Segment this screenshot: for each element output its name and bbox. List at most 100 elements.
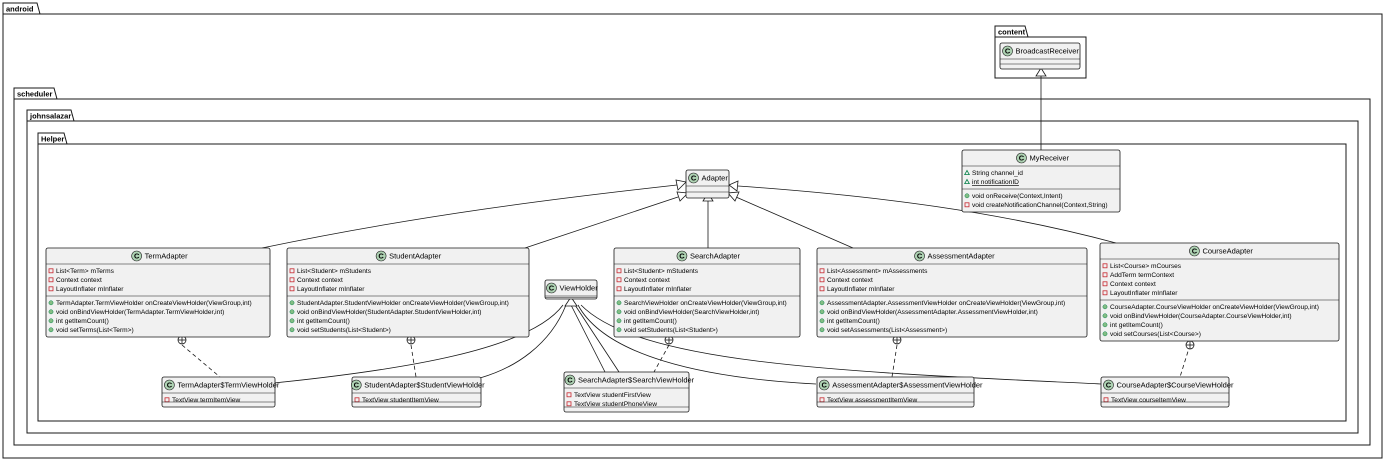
package-label-content: content	[998, 28, 1026, 37]
class-stereotype-icon	[688, 172, 699, 184]
private-visibility-icon	[289, 286, 295, 292]
class-field: TextView assessmentItemView	[827, 397, 918, 404]
package-label-android: android	[6, 5, 34, 14]
private-visibility-icon	[566, 401, 572, 407]
class-stereotype-icon	[818, 379, 830, 391]
edge-searchviewholder-extends-viewholder	[574, 304, 620, 373]
class-field: LayoutInflater mInflater	[624, 286, 692, 293]
class-name: StudentAdapter	[389, 252, 442, 261]
extends-arrowhead	[1035, 67, 1047, 77]
package-label-johnsalazar: johnsalazar	[29, 112, 71, 121]
private-visibility-icon	[819, 286, 825, 292]
class-field: List<Student> mStudents	[624, 268, 699, 275]
class-name: StudentAdapter$StudentViewHolder	[364, 381, 485, 390]
private-visibility-icon	[48, 277, 54, 283]
extends-arrowhead	[676, 191, 689, 202]
class-stereotype-icon	[131, 250, 142, 262]
edge-searchviewholder-extends-viewholder-2	[570, 304, 606, 373]
private-visibility-icon	[1102, 281, 1108, 287]
public-visibility-icon	[964, 193, 970, 199]
class-method: CourseAdapter.CourseViewHolder onCreateV…	[1110, 304, 1319, 311]
public-visibility-icon	[289, 327, 295, 333]
extends-arrowhead	[728, 180, 739, 192]
class-stereotype-letter: C	[567, 376, 573, 385]
class-stereotype-icon	[1189, 245, 1200, 257]
class-method: void onBindViewHolder(AssessmentAdapter.…	[827, 309, 1038, 316]
class-field: Context context	[56, 277, 102, 284]
class-method: int getItemCount()	[297, 318, 350, 325]
class-field: LayoutInflater mInflater	[827, 286, 895, 293]
private-visibility-icon	[289, 277, 295, 283]
public-visibility-icon	[616, 318, 622, 324]
class-field: List<Term> mTerms	[56, 268, 115, 275]
relationships	[177, 67, 1195, 385]
package-helper: Helper	[37, 132, 1347, 422]
class-field: LayoutInflater mInflater	[1110, 290, 1178, 297]
class-stereotype-letter: C	[354, 381, 360, 390]
edge-courseadapter-extends-adapter	[737, 185, 1117, 244]
public-visibility-icon	[289, 309, 295, 315]
package-scheduler: scheduler	[13, 87, 1371, 446]
class-field: Context context	[1110, 281, 1156, 288]
class-stereotype-letter: C	[821, 381, 827, 390]
class-field: LayoutInflater mInflater	[297, 286, 365, 293]
class-method: TermAdapter.TermViewHolder onCreateViewH…	[56, 300, 252, 307]
class-name: CourseAdapter$CourseViewHolder	[1117, 381, 1235, 390]
private-visibility-icon	[964, 202, 970, 208]
class-stereotype-icon	[676, 250, 688, 262]
class-stereotype-icon	[1103, 379, 1114, 391]
class-field: Context context	[297, 277, 343, 284]
private-visibility-icon	[48, 286, 54, 292]
extends-arrowhead	[564, 296, 578, 307]
class-method: int getItemCount()	[56, 318, 109, 325]
public-visibility-icon	[1102, 331, 1108, 337]
class-method: StudentAdapter.StudentViewHolder onCreat…	[297, 300, 509, 307]
private-visibility-icon	[616, 286, 622, 292]
class-stereotype-icon	[164, 379, 175, 391]
class-field: String channel_id	[972, 170, 1023, 177]
class-method: void setStudents(List<Student>)	[297, 327, 391, 334]
private-visibility-icon	[819, 268, 825, 274]
private-visibility-icon	[819, 277, 825, 283]
class-stereotype-letter: C	[1019, 154, 1025, 163]
public-visibility-icon	[48, 327, 54, 333]
class-field: LayoutInflater mInflater	[56, 286, 124, 293]
public-visibility-icon	[819, 309, 825, 315]
edge-termviewholder-extends-viewholder	[273, 304, 564, 384]
public-visibility-icon	[616, 300, 622, 306]
class-stereotype-letter: C	[1106, 381, 1112, 390]
class-stereotype-letter: C	[134, 252, 140, 261]
class-field: AddTerm termContext	[1110, 272, 1174, 279]
private-visibility-icon	[1102, 290, 1108, 296]
edge-assessmentviewholder-extends-viewholder	[577, 304, 817, 385]
class-method: void onBindViewHolder(TermAdapter.TermVi…	[56, 309, 224, 316]
class-method: void createNotificationChannel(Context,S…	[972, 202, 1108, 209]
edge-studentviewholder-extends-viewholder	[479, 304, 567, 379]
class-name: Adapter	[702, 174, 729, 183]
edge-studentadapter-extends-adapter	[524, 196, 679, 249]
class-stereotype-icon	[564, 374, 576, 386]
class-field: List<Course> mCourses	[1110, 263, 1182, 270]
class-stereotype-letter: C	[917, 252, 923, 261]
edge-assessmentadapter-nests-assessmentviewholder	[891, 344, 898, 378]
class-method: void setCourses(List<Course>)	[1110, 331, 1201, 338]
public-visibility-icon	[616, 327, 622, 333]
public-visibility-icon	[1102, 304, 1108, 310]
